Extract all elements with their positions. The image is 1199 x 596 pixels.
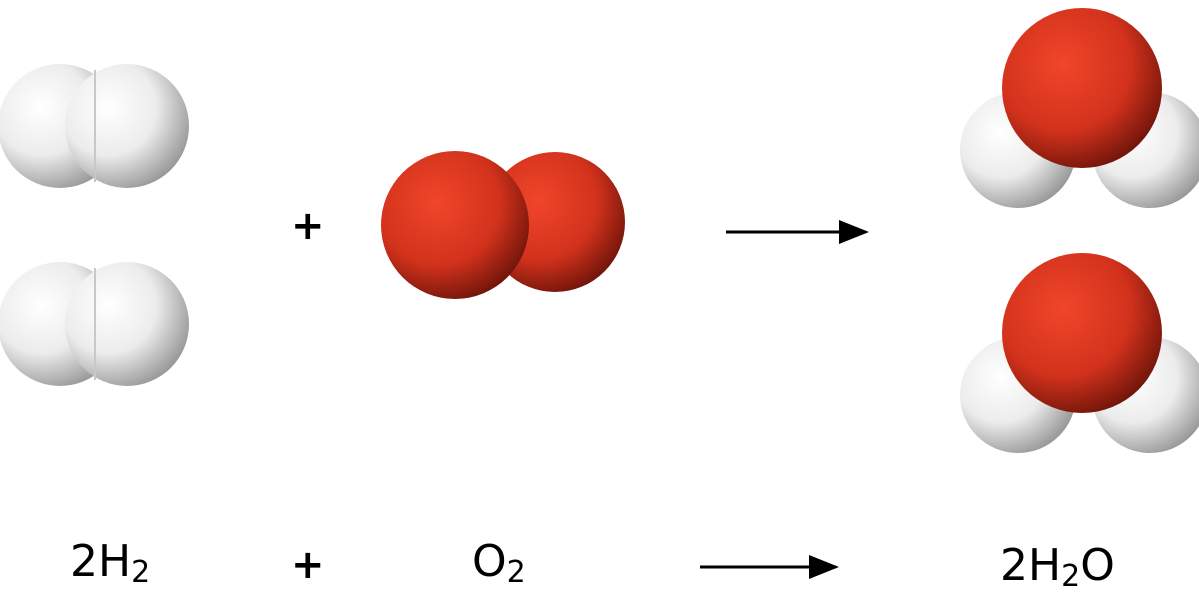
water-molecule-2 [960, 253, 1199, 453]
formula-oxygen: O2 [472, 536, 526, 590]
formula-hydrogen: 2H2 [70, 536, 151, 590]
hydrogen-molecule-2 [0, 262, 189, 386]
formula-water: 2H2O [1000, 540, 1115, 594]
hydrogen-atom [65, 262, 189, 386]
oxygen-atom [1002, 8, 1162, 168]
oxygen-atom [1002, 253, 1162, 413]
hydrogen-atom [65, 64, 189, 188]
plus-sign-bottom: + [291, 542, 325, 588]
hydrogen-molecule-1 [0, 64, 189, 188]
water-molecule-1 [960, 8, 1199, 208]
oxygen-molecule [381, 151, 625, 299]
oxygen-atom [381, 151, 529, 299]
plus-sign-top: + [291, 203, 325, 249]
